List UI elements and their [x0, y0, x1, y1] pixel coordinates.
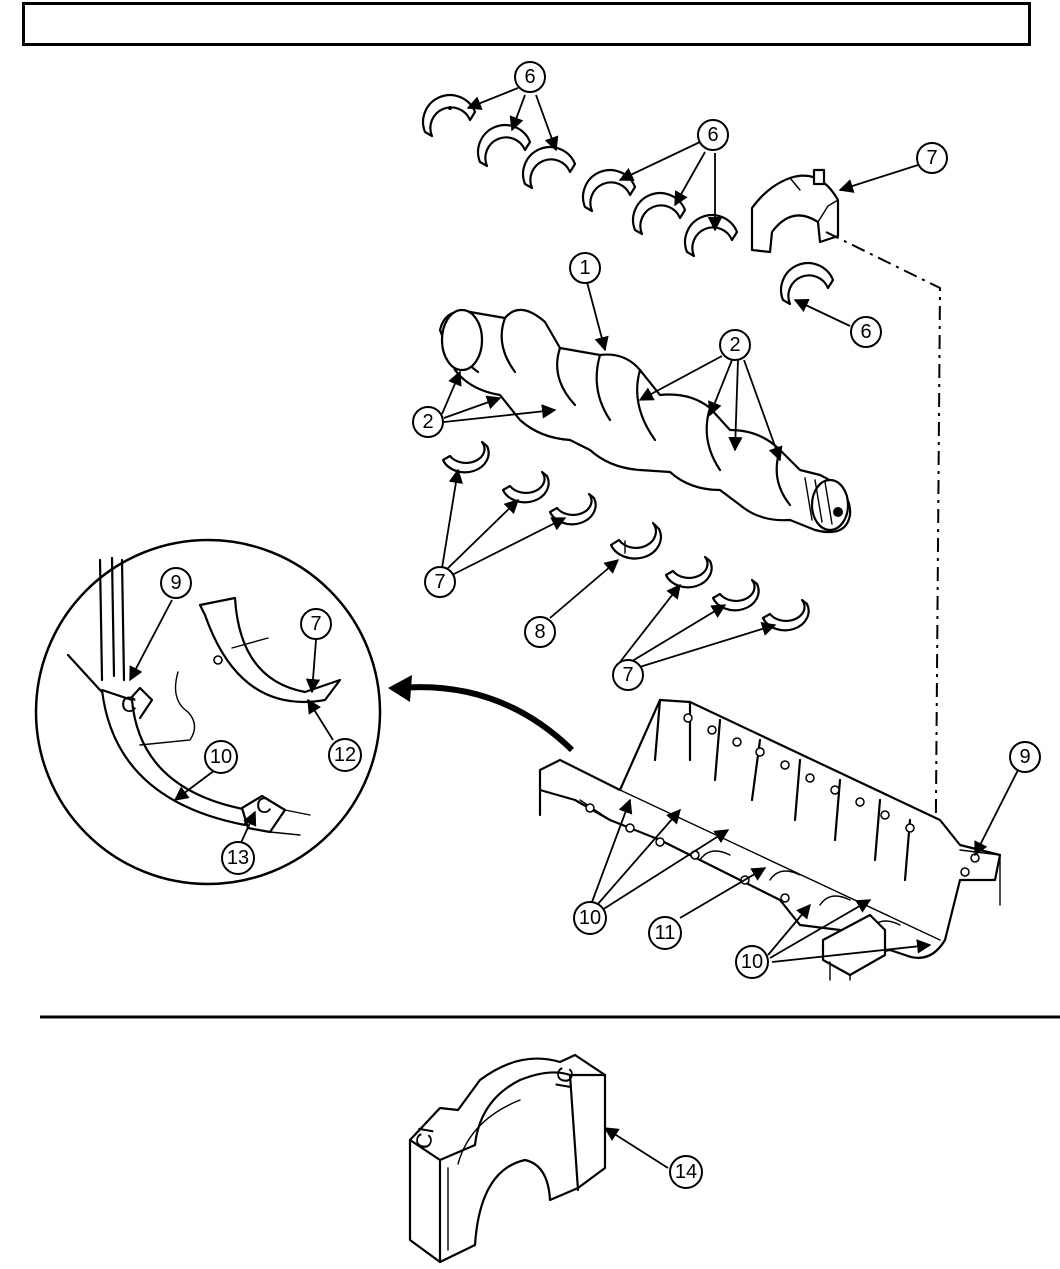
callout-6: 6	[515, 62, 545, 92]
svg-text:8: 8	[534, 621, 545, 643]
callout-1: 1	[570, 253, 600, 283]
callout-14: 14	[670, 1156, 702, 1188]
callout-12: 12	[329, 739, 361, 771]
svg-text:7: 7	[434, 571, 445, 593]
detail-arrow	[400, 687, 572, 750]
callout-7: 7	[917, 143, 947, 173]
callout-7: 7	[613, 660, 643, 690]
callout-7: 7	[301, 609, 331, 639]
detail-view: C C	[36, 540, 380, 884]
svg-text:10: 10	[741, 951, 763, 973]
callout-6: 6	[698, 120, 728, 150]
svg-text:10: 10	[579, 907, 601, 929]
svg-text:6: 6	[707, 124, 718, 146]
svg-text:7: 7	[310, 613, 321, 635]
main-bearing-cap-top	[752, 170, 838, 252]
svg-text:C: C	[121, 692, 137, 717]
svg-text:2: 2	[729, 334, 740, 356]
callout-2: 2	[720, 330, 750, 360]
callout-11: 11	[649, 917, 681, 949]
svg-text:7: 7	[622, 664, 633, 686]
svg-text:6: 6	[860, 321, 871, 343]
callout-13: 13	[222, 842, 254, 874]
svg-text:10: 10	[210, 746, 232, 768]
cap-marking-left: CI	[410, 1125, 438, 1151]
svg-text:6: 6	[524, 66, 535, 88]
callout-9: 9	[161, 568, 191, 598]
callout-2: 2	[413, 407, 443, 437]
svg-text:1: 1	[579, 257, 590, 279]
cap-marking-right: IC	[550, 1065, 578, 1091]
detail-arrowhead	[388, 675, 412, 702]
svg-text:C: C	[256, 793, 272, 818]
callout-6: 6	[851, 317, 881, 347]
callout-9: 9	[1010, 742, 1040, 772]
cylinder-block	[540, 700, 1000, 980]
callout-10: 10	[205, 741, 237, 773]
svg-text:2: 2	[422, 411, 433, 433]
crankshaft	[440, 310, 850, 532]
svg-text:9: 9	[170, 572, 181, 594]
svg-text:11: 11	[655, 922, 676, 944]
callout-8: 8	[525, 617, 555, 647]
svg-text:9: 9	[1019, 746, 1030, 768]
svg-text:13: 13	[227, 847, 249, 869]
svg-text:7: 7	[926, 147, 937, 169]
callout-10: 10	[736, 946, 768, 978]
callout-7: 7	[425, 567, 455, 597]
callout-10: 10	[574, 902, 606, 934]
svg-text:14: 14	[675, 1161, 697, 1183]
bearing-cap-detail: CI IC	[410, 1055, 605, 1262]
svg-text:12: 12	[334, 744, 356, 766]
